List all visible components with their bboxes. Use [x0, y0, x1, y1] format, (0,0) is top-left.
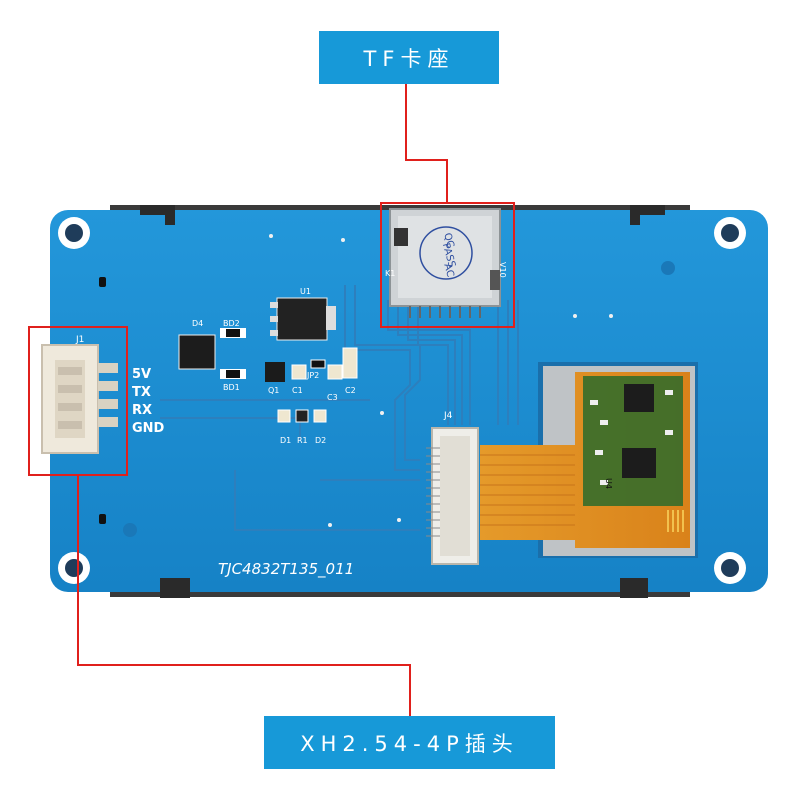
d4-label: D4 [192, 319, 203, 328]
d2-label: D2 [315, 436, 326, 445]
board-model-label: TJC4832T135_011 [218, 560, 354, 579]
u1-label: U1 [300, 287, 311, 296]
j1-label: J1 [75, 335, 84, 345]
xh-connector-callout: XH2.54-4P插头 [264, 716, 555, 769]
flex-cable [480, 372, 690, 548]
bd1-label: BD1 [223, 383, 240, 392]
q1-label: Q1 [268, 386, 279, 395]
pin-5v-label: 5V [132, 367, 151, 382]
c3-label: C3 [327, 393, 338, 402]
mounting-holes [58, 217, 746, 584]
sd-stamp-ac: AC [441, 262, 455, 278]
pin-gnd-label: GND [132, 421, 165, 436]
v10-label: V10 [498, 262, 507, 278]
j4-label: J4 [443, 411, 453, 421]
k1-label: K1 [385, 269, 395, 278]
sd-stamp-qc: QC [441, 232, 455, 249]
r1-label: R1 [297, 436, 308, 445]
vias [99, 234, 675, 537]
tf-leader-line [405, 84, 448, 203]
c2-label: C2 [345, 386, 356, 395]
xh-leader-line [77, 475, 411, 716]
power-components [178, 297, 358, 423]
frame-clips [140, 205, 665, 598]
xh-connector [41, 344, 118, 454]
tf-card-slot [389, 208, 501, 318]
jp2-label: JP2 [306, 371, 319, 380]
c1-label: C1 [292, 386, 303, 395]
u4-label: U4 [604, 478, 613, 489]
bd2-label: BD2 [223, 319, 240, 328]
fpc-connector [426, 427, 479, 565]
tf-card-slot-callout: TF卡座 [319, 31, 499, 84]
pin-rx-label: RX [132, 403, 152, 418]
traces [160, 285, 519, 531]
pin-tx-label: TX [132, 385, 151, 400]
d1-label: D1 [280, 436, 291, 445]
